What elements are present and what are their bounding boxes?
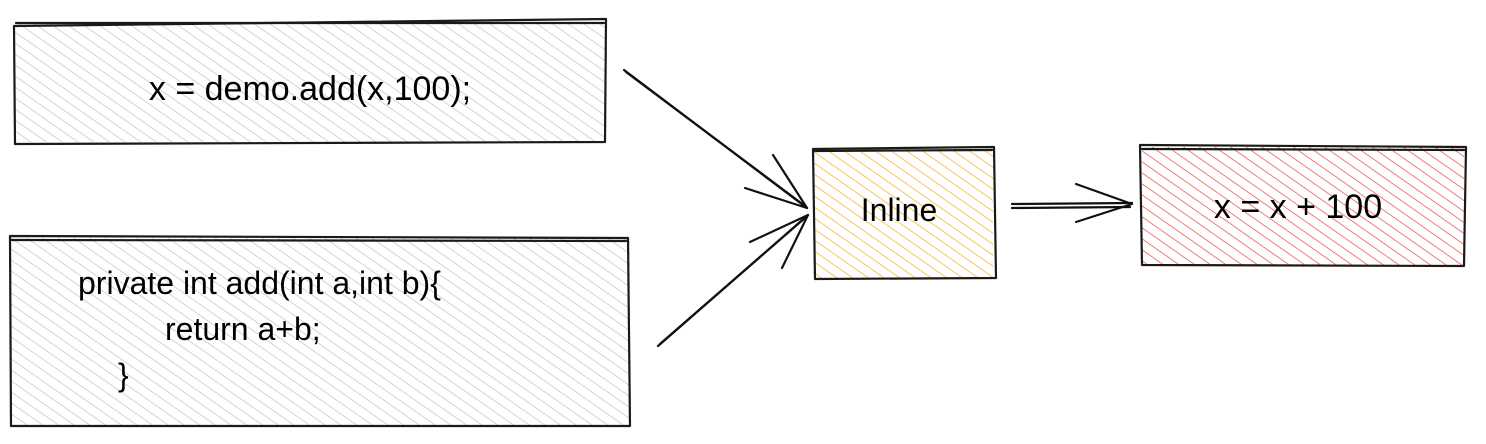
method-line-2: return a+b; (165, 311, 321, 347)
method-line-1: private int add(int a,int b){ (78, 265, 441, 301)
method-box: private int add(int a,int b){ return a+b… (8, 234, 632, 428)
result-box-text: x = x + 100 (1214, 188, 1382, 226)
result-box: x = x + 100 (1138, 143, 1468, 268)
method-line-3: } (118, 357, 129, 393)
call-box: x = demo.add(x,100); (12, 17, 608, 146)
arrow-inline-to-result (1010, 182, 1134, 224)
arrow-call-to-inline (622, 68, 809, 210)
arrow-method-to-inline (656, 213, 810, 348)
inline-box: Inline (811, 145, 998, 281)
call-box-text: x = demo.add(x,100); (149, 70, 471, 108)
inline-box-text: Inline (861, 192, 938, 228)
